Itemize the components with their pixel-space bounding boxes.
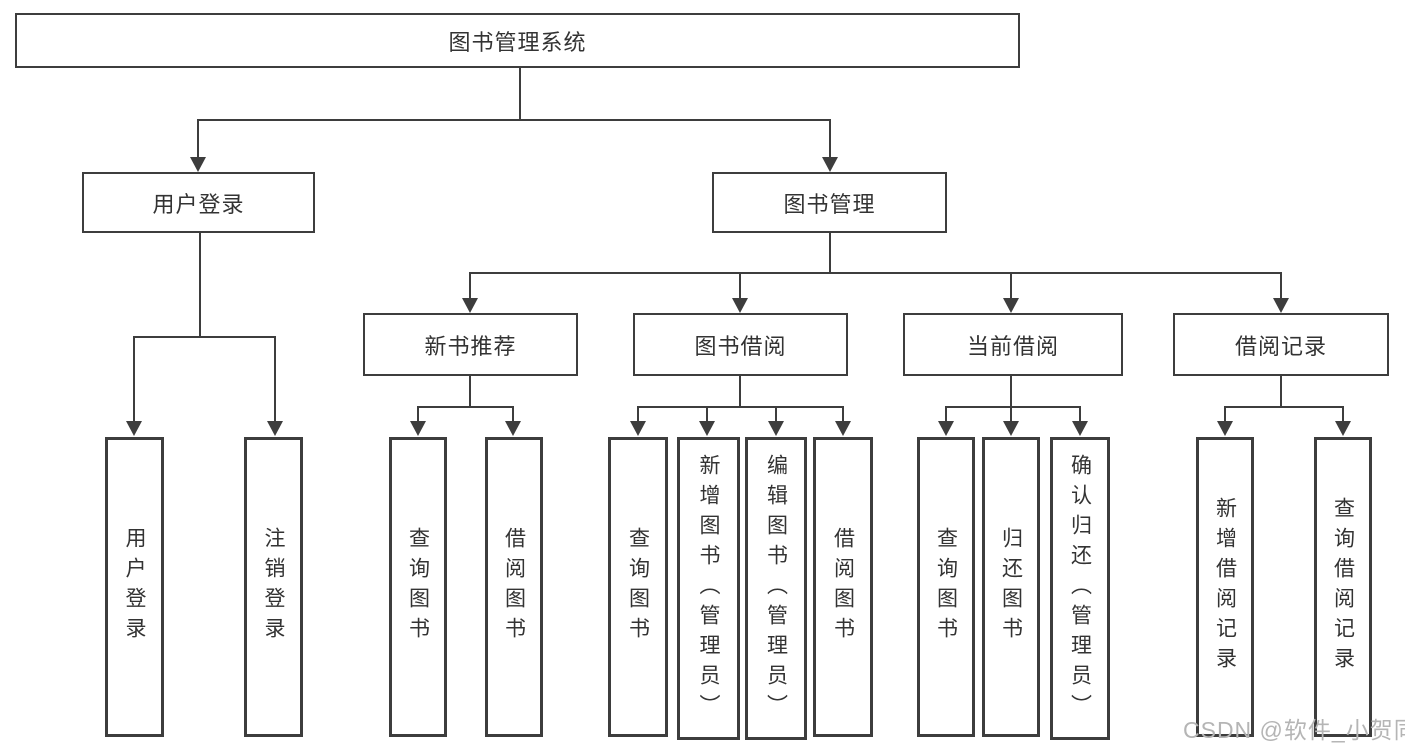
connector-vline: [842, 406, 844, 423]
arrowhead-down-icon: [1335, 421, 1351, 436]
leaf-label: 新增图书（管理员）: [697, 453, 721, 724]
connector-hline: [133, 336, 276, 338]
connector-hline: [637, 406, 843, 408]
connector-hline: [945, 406, 1080, 408]
connector-vline: [945, 406, 947, 423]
leaf-label: 借阅图书: [502, 527, 526, 647]
leaf-label: 查询图书: [934, 527, 958, 647]
arrowhead-down-icon: [267, 421, 283, 436]
leaf-add-books-admin: 新增图书（管理员）: [677, 437, 740, 740]
connector-vline: [1280, 376, 1282, 408]
arrowhead-down-icon: [1072, 421, 1088, 436]
connector-vline: [1010, 406, 1012, 423]
arrowhead-down-icon: [822, 157, 838, 172]
connector-hline: [1224, 406, 1343, 408]
connector-hline: [197, 119, 831, 121]
connector-vline: [1010, 272, 1012, 300]
leaf-label: 确认归还（管理员）: [1068, 453, 1092, 724]
node-label: 当前借阅: [966, 333, 1059, 359]
csdn-watermark: CSDN @软件_小贺同学: [1183, 717, 1405, 743]
leaf-label: 查询借阅记录: [1331, 497, 1355, 677]
connector-hline: [417, 406, 514, 408]
leaf-label: 借阅图书: [831, 527, 855, 647]
connector-vline: [469, 272, 471, 300]
connector-vline: [274, 336, 276, 423]
node-label: 图书管理系统: [448, 29, 587, 55]
connector-vline: [775, 406, 777, 423]
leaf-label: 归还图书: [999, 527, 1023, 647]
node-user-login: 用户登录: [82, 172, 315, 233]
connector-vline: [739, 376, 741, 408]
arrowhead-down-icon: [410, 421, 426, 436]
connector-vline: [512, 406, 514, 423]
arrowhead-down-icon: [768, 421, 784, 436]
node-label: 图书借阅: [694, 333, 787, 359]
leaf-query-books-borrow: 查询图书: [608, 437, 668, 737]
node-book-management: 图书管理: [712, 172, 947, 233]
connector-vline: [706, 406, 708, 423]
leaf-label: 编辑图书（管理员）: [764, 453, 788, 724]
arrowhead-down-icon: [1003, 421, 1019, 436]
node-label: 新书推荐: [424, 333, 517, 359]
arrowhead-down-icon: [699, 421, 715, 436]
connector-vline: [417, 406, 419, 423]
connector-vline: [199, 233, 201, 338]
connector-vline: [469, 376, 471, 408]
connector-vline: [739, 272, 741, 300]
leaf-label: 用户登录: [123, 527, 147, 647]
arrowhead-down-icon: [190, 157, 206, 172]
node-new-book-recommend: 新书推荐: [363, 313, 578, 376]
leaf-user-login: 用户登录: [105, 437, 164, 737]
node-label: 借阅记录: [1234, 333, 1327, 359]
arrowhead-down-icon: [462, 298, 478, 313]
connector-vline: [519, 68, 521, 121]
arrowhead-down-icon: [1217, 421, 1233, 436]
arrowhead-down-icon: [126, 421, 142, 436]
leaf-query-borrow-record: 查询借阅记录: [1314, 437, 1372, 737]
arrowhead-down-icon: [630, 421, 646, 436]
node-library-management-system: 图书管理系统: [15, 13, 1020, 68]
connector-vline: [829, 233, 831, 274]
connector-vline: [637, 406, 639, 423]
leaf-label: 新增借阅记录: [1213, 497, 1237, 677]
leaf-label: 查询图书: [626, 527, 650, 647]
leaf-borrow-books-recommend: 借阅图书: [485, 437, 543, 737]
connector-vline: [829, 119, 831, 159]
node-current-borrow: 当前借阅: [903, 313, 1123, 376]
leaf-borrow-books: 借阅图书: [813, 437, 873, 737]
leaf-query-books-recommend: 查询图书: [389, 437, 447, 737]
leaf-query-books-current: 查询图书: [917, 437, 975, 737]
connector-vline: [197, 119, 199, 159]
arrowhead-down-icon: [938, 421, 954, 436]
leaf-confirm-return-admin: 确认归还（管理员）: [1050, 437, 1110, 740]
node-label: 图书管理: [783, 191, 876, 217]
connector-hline: [469, 272, 1282, 274]
connector-vline: [1224, 406, 1226, 423]
connector-vline: [1342, 406, 1344, 423]
connector-vline: [133, 336, 135, 423]
leaf-label: 查询图书: [406, 527, 430, 647]
node-book-borrow: 图书借阅: [633, 313, 848, 376]
node-label: 用户登录: [152, 191, 245, 217]
leaf-edit-books-admin: 编辑图书（管理员）: [745, 437, 807, 740]
connector-vline: [1010, 376, 1012, 408]
node-borrow-records: 借阅记录: [1173, 313, 1389, 376]
connector-vline: [1280, 272, 1282, 300]
leaf-add-borrow-record: 新增借阅记录: [1196, 437, 1254, 737]
connector-vline: [1079, 406, 1081, 423]
arrowhead-down-icon: [505, 421, 521, 436]
arrowhead-down-icon: [1003, 298, 1019, 313]
arrowhead-down-icon: [732, 298, 748, 313]
leaf-return-books: 归还图书: [982, 437, 1040, 737]
arrowhead-down-icon: [835, 421, 851, 436]
arrowhead-down-icon: [1273, 298, 1289, 313]
leaf-label: 注销登录: [262, 527, 286, 647]
leaf-logout: 注销登录: [244, 437, 303, 737]
